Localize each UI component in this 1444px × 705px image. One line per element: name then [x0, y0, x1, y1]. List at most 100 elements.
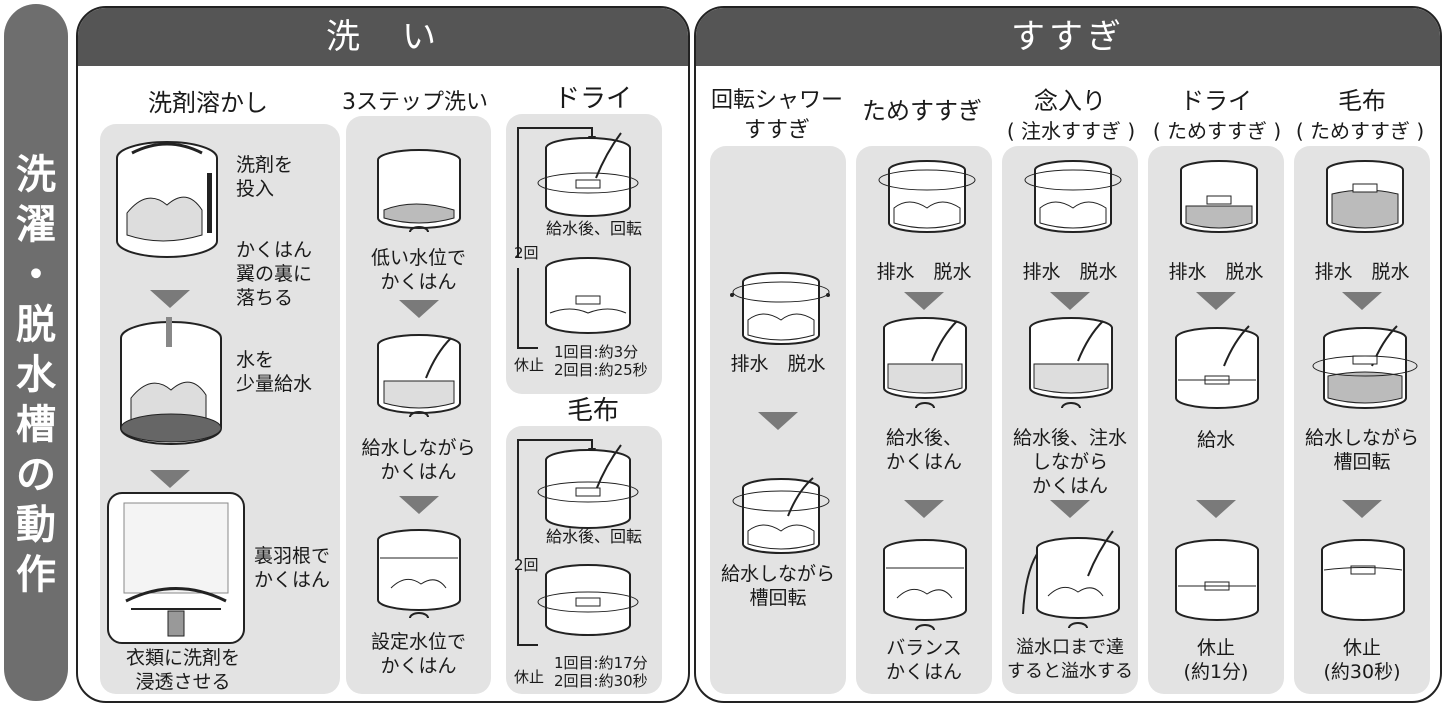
three-step-step2: 給水しながら かくはん — [346, 436, 491, 484]
detergent-step5: 衣類に洗剤を 浸透させる — [108, 646, 258, 694]
side-bar — [4, 4, 68, 701]
side-char: 脱 — [16, 302, 56, 348]
three-step-step3: 設定水位で かくはん — [346, 630, 491, 678]
label-line: 給水しながら — [720, 563, 835, 585]
rinse-dry-sub: ( ためすすぎ ) — [1152, 119, 1282, 143]
tub-spin-spray-icon — [1180, 160, 1258, 233]
detergent-step4: 裏羽根で かくはん — [254, 544, 330, 592]
label-line: かくはん — [380, 655, 457, 677]
arrow-down-icon — [399, 300, 439, 318]
label-line: 2回目:約25秒 — [554, 361, 648, 379]
label-line: 溢水口まで達 — [1016, 637, 1124, 658]
label-line: 設定水位で — [370, 631, 466, 653]
detergent-step1: 洗剤を 投入 — [236, 153, 293, 201]
label-line: 1回目:約3分 — [554, 343, 639, 361]
nenire-title: 念入り — [1034, 87, 1106, 115]
label-line: (約30秒) — [1323, 661, 1401, 683]
nenire-sub: ( 注水すすぎ ) — [1006, 119, 1136, 143]
side-char: 動 — [16, 502, 56, 548]
rinse-blanket-title: 毛布 — [1338, 87, 1386, 115]
arrow-down-icon — [1196, 292, 1236, 310]
label-line: かくはん — [236, 239, 313, 261]
arrow-down-icon — [150, 290, 190, 308]
side-char: 作 — [16, 552, 56, 598]
rinse-dry-title: ドライ — [1180, 87, 1252, 115]
label-line: かくはん — [380, 461, 457, 483]
side-char: 水 — [16, 352, 56, 398]
label-line: 給水後、 — [885, 427, 962, 449]
nenire-drain: 排水 脱水 — [1022, 261, 1118, 283]
tub-filling-icon — [1175, 325, 1259, 409]
rinse-blanket-step2: 給水しながら 槽回転 — [1294, 426, 1430, 474]
nenire-step2: 給水後、注水 しながら かくはん — [1002, 426, 1138, 498]
label-line: かくはん — [254, 569, 331, 591]
arrow-down-icon — [904, 292, 944, 310]
label-line: 槽回転 — [749, 587, 807, 609]
arrow-down-icon — [150, 470, 190, 488]
label-line: 2回目:約30秒 — [554, 672, 648, 690]
side-char: 洗 — [16, 152, 56, 198]
title-line: 回転シャワー — [710, 88, 843, 113]
title-line: すすぎ — [743, 118, 810, 143]
side-char: ・ — [16, 252, 56, 298]
side-char: 槽 — [16, 402, 56, 448]
wash-dry-repeat: 2回 — [514, 244, 539, 262]
arrow-down-icon — [758, 412, 798, 430]
rinse-dry-drain: 排水 脱水 — [1168, 261, 1264, 283]
side-char: の — [16, 452, 56, 498]
rinse-dry-step3: 休止 (約1分) — [1148, 636, 1284, 684]
tub-detergent-icon — [116, 141, 218, 258]
blanket-cycle-icon — [517, 439, 639, 646]
label-line: 衣類に洗剤を — [125, 647, 240, 669]
tub-low-water-icon — [377, 149, 461, 233]
label-line: 落ちる — [236, 287, 294, 309]
nenire-step3: 溢水口まで達 すると溢水する — [1002, 636, 1138, 684]
tub-spin-spray-icon — [1024, 160, 1122, 233]
label-line: バランス — [886, 637, 962, 659]
label-line: 休止 — [1196, 637, 1235, 659]
rinse-panel: すすぎ 回転シャワー すすぎ 排水 脱水 給水しながら 槽回転 ためすすぎ 排水… — [694, 6, 1442, 703]
shower-drain: 排水 脱水 — [730, 353, 826, 375]
wash-blanket-times: 1回目:約17分 2回目:約30秒 — [554, 654, 648, 690]
wash-dry-step1: 給水後、回転 — [546, 219, 643, 238]
arrow-down-icon — [399, 496, 439, 514]
rinse-blanket-sub: ( ためすすぎ ) — [1295, 119, 1425, 143]
arrow-down-icon — [1050, 500, 1090, 518]
wash-dry-times: 1回目:約3分 2回目:約25秒 — [554, 343, 648, 379]
rinse-dry-step2: 給水 — [1196, 429, 1235, 451]
label-line: 給水しながら — [1304, 427, 1419, 449]
label-line: 洗剤を — [236, 154, 294, 176]
label-line: 1回目:約17分 — [554, 654, 648, 672]
tub-rest-icon — [1175, 539, 1259, 621]
label-line: 裏羽根で — [254, 545, 331, 567]
tub-spin-fill-icon — [732, 477, 830, 554]
detergent-title: 洗剤溶かし — [148, 89, 268, 117]
tub-spin-spray-icon — [1326, 160, 1404, 233]
tub-filling-icon — [1029, 317, 1113, 409]
tub-spin-fill-icon — [1312, 325, 1418, 409]
side-char: 濯 — [16, 202, 56, 248]
tame-step3: バランス かくはん — [856, 636, 992, 684]
tub-full-icon — [883, 539, 967, 631]
label-line: かくはん — [885, 451, 962, 473]
label-line: すると溢水する — [1007, 661, 1133, 682]
label-line: 翼の裏に — [236, 263, 313, 285]
detergent-step2: かくはん 翼の裏に 落ちる — [236, 238, 312, 310]
wash-blanket-pause: 休止 — [514, 668, 545, 686]
tub-filling-icon — [883, 317, 967, 409]
tub-overflow-icon — [1022, 530, 1120, 629]
tub-spin-spray-icon — [878, 160, 976, 233]
tame-title: ためすすぎ — [862, 97, 982, 125]
detergent-step3: 水を 少量給水 — [236, 348, 312, 396]
tub-cross-section-icon — [107, 492, 245, 644]
wash-panel: 洗 い 洗剤溶かし 洗剤を 投入 かくはん 翼の裏に 落ちる 水を 少量給水 — [76, 6, 690, 703]
label-line: かくはん — [380, 271, 457, 293]
tub-water-icon — [120, 317, 222, 445]
label-line: 水を — [236, 349, 275, 371]
label-line: 低い水位で — [370, 247, 466, 269]
wash-blanket-repeat: 2回 — [514, 556, 539, 574]
label-line: かくはん — [1031, 475, 1108, 497]
tub-rest-icon — [1321, 539, 1405, 621]
arrow-down-icon — [904, 500, 944, 518]
tub-filling-icon — [377, 334, 461, 418]
